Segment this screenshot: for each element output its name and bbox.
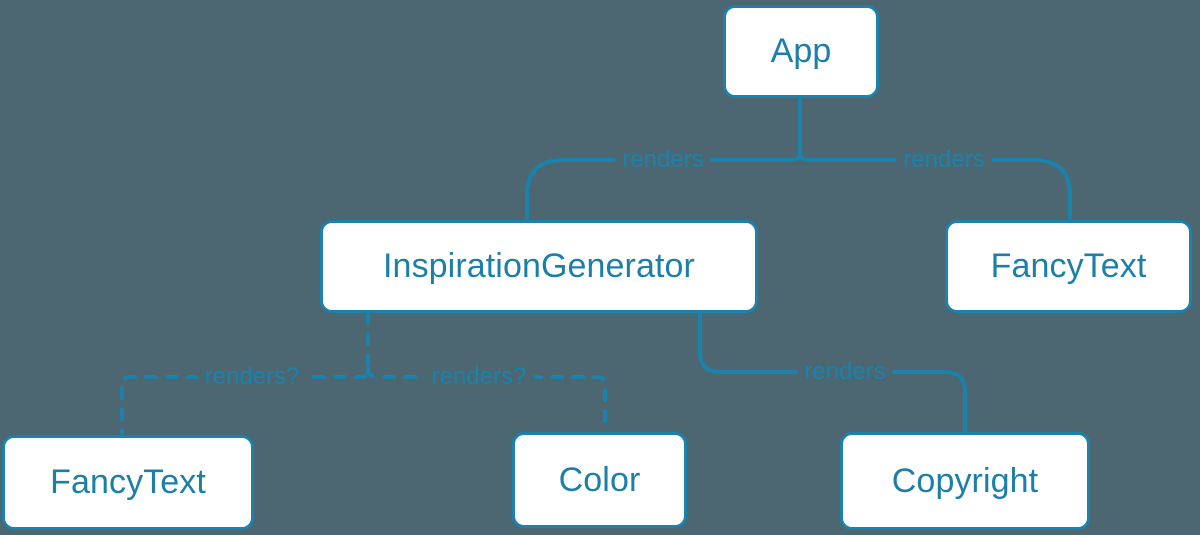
edge-label-inspiration-to-fancytext-left: renders? [197, 365, 307, 389]
node-color-label: Color [558, 460, 641, 499]
node-fancytext-left[interactable]: FancyText [2, 435, 254, 530]
edge-label-inspiration-to-color: renders? [424, 365, 534, 389]
node-copyright[interactable]: Copyright [840, 432, 1090, 530]
node-color[interactable]: Color [512, 432, 687, 528]
node-app-label: App [770, 32, 832, 70]
edge-label-inspiration-to-copyright: renders [797, 360, 893, 384]
node-inspiration-generator-label: InspirationGenerator [383, 247, 695, 285]
edge-label-app-to-inspiration: renders [615, 148, 711, 172]
node-app[interactable]: App [723, 5, 879, 98]
edge-app-to-fancytext-right [798, 150, 1072, 222]
node-copyright-label: Copyright [891, 461, 1039, 500]
edge-label-app-to-fancytext-right: renders [896, 148, 992, 172]
node-fancytext-right[interactable]: FancyText [945, 220, 1192, 313]
node-inspiration-generator[interactable]: InspirationGenerator [320, 220, 758, 313]
node-fancytext-right-label: FancyText [990, 247, 1147, 285]
edge-inspiration-to-color [366, 367, 607, 434]
node-fancytext-left-label: FancyText [50, 463, 206, 501]
